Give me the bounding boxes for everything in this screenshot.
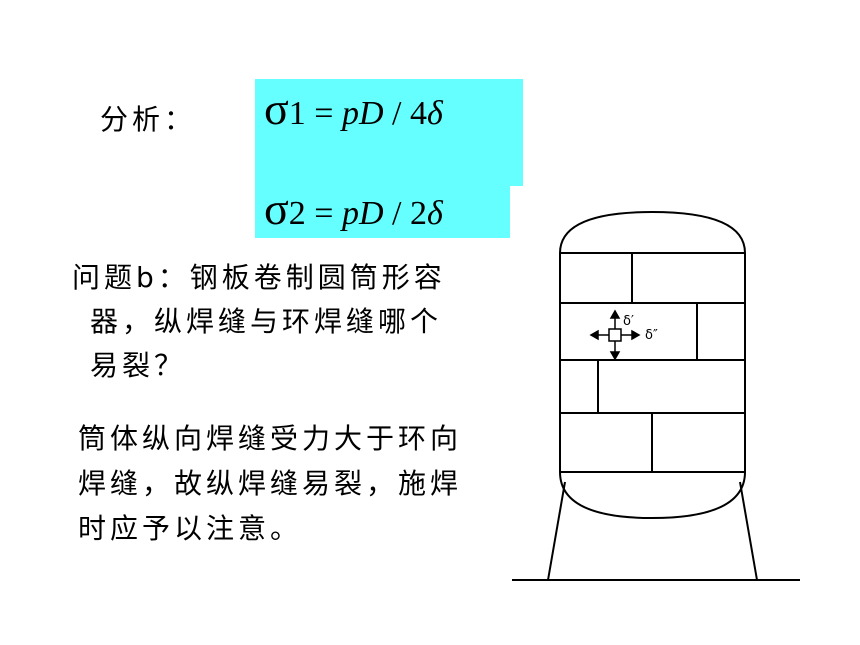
formula-index: 2 [288, 195, 306, 232]
sigma-symbol: σ [264, 83, 289, 134]
arrowhead-left [589, 329, 599, 341]
formula-sigma1: σ1 = pD / 4δ [264, 82, 443, 135]
formula-sigma2: σ2 = pD / 2δ [264, 182, 443, 235]
formula-slash: / [383, 95, 410, 132]
stress-element-square [608, 328, 622, 342]
answer-line: 时应予以注意。 [78, 512, 303, 545]
sigma-symbol: σ [264, 183, 289, 234]
support-leg-left [547, 481, 566, 581]
formula-D: D [358, 95, 384, 132]
stress-label-top: δ′ [623, 314, 634, 329]
vessel-bottom-head [559, 471, 746, 520]
formula-delta: δ [427, 195, 443, 232]
question-line: 易裂？ [90, 349, 187, 382]
formula-highlight-2 [255, 186, 510, 238]
answer-line: 焊缝，故纵焊缝易裂，施焊 [78, 467, 463, 500]
formula-number: 4 [410, 95, 427, 132]
answer-text: 筒体纵向焊缝受力大于环向 焊缝，故纵焊缝易裂，施焊 时应予以注意。 [78, 416, 538, 551]
formula-highlight-1 [255, 79, 523, 186]
arrowhead-up [609, 309, 621, 319]
question-line: 器，纵焊缝与环焊缝哪个 [90, 305, 443, 338]
formula-number: 2 [410, 195, 427, 232]
arrowhead-down [609, 351, 621, 361]
answer-line: 筒体纵向焊缝受力大于环向 [78, 422, 463, 455]
stress-label-right: δ″ [645, 328, 658, 343]
pressure-vessel-diagram: δ′ δ″ [512, 210, 800, 581]
vessel-outline [512, 210, 800, 581]
formula-p: p [341, 95, 359, 132]
formula-index: 1 [288, 95, 306, 132]
question-text: 问题b：钢板卷制圆筒形容 器，纵焊缝与环焊缝哪个 易裂？ [72, 256, 532, 388]
formula-equals: = [305, 95, 342, 132]
formula-p: p [341, 195, 359, 232]
formula-D: D [358, 195, 384, 232]
support-leg-right [739, 481, 758, 581]
formula-equals: = [305, 195, 342, 232]
question-line: 问题b：钢板卷制圆筒形容 [72, 261, 446, 294]
analysis-label: 分析： [100, 103, 197, 136]
stress-element [589, 309, 641, 361]
formula-slash: / [383, 195, 410, 232]
arrowhead-right [631, 329, 641, 341]
vessel-top-head [559, 210, 746, 254]
formula-delta: δ [427, 95, 443, 132]
